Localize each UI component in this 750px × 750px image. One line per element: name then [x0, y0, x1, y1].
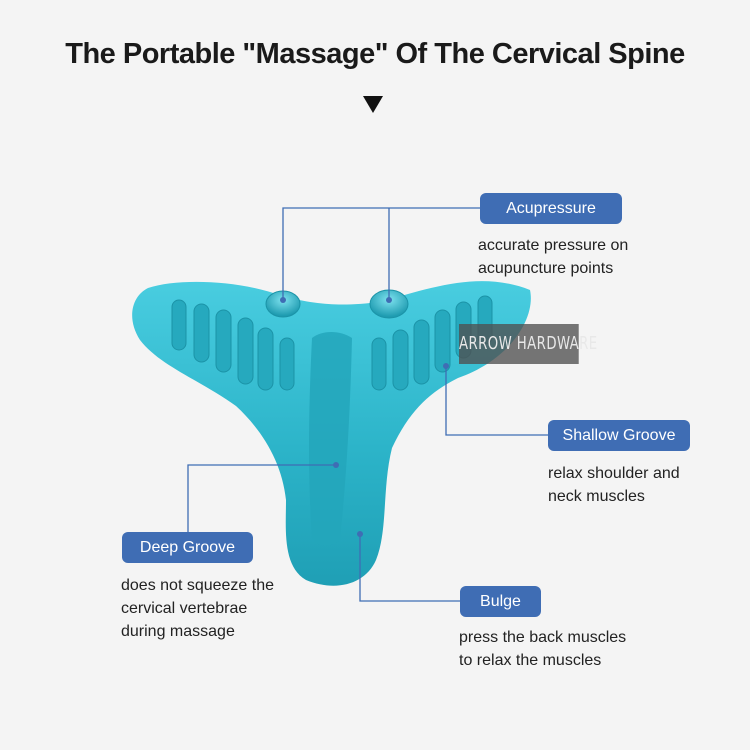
shallow-groove-tag: Shallow Groove	[548, 420, 690, 451]
bulge-desc-line: to relax the muscles	[459, 652, 602, 669]
down-arrow-icon	[363, 96, 383, 113]
shallow-groove-description: relax shoulder and neck muscles	[548, 462, 680, 508]
bulge-tag: Bulge	[460, 586, 541, 617]
watermark: ARROW HARDWARE	[459, 324, 597, 364]
shallow-groove-desc-line: relax shoulder and	[548, 465, 680, 482]
bulge-desc-line: press the back muscles	[459, 629, 627, 646]
deep-groove-desc-line: during massage	[121, 623, 235, 640]
shallow-groove-desc-line: neck muscles	[548, 488, 645, 505]
acupressure-desc-line: accurate pressure on	[478, 237, 629, 254]
shallow-groove-leader	[445, 366, 548, 436]
bulge-description: press the back muscles to relax the musc…	[459, 626, 626, 672]
acupressure-tag: Acupressure	[480, 193, 622, 224]
anchor-dots	[280, 297, 449, 537]
deep-groove-description: does not squeeze the cervical vertebrae …	[121, 574, 274, 643]
deep-groove-desc-line: cervical vertebrae	[121, 600, 248, 617]
acupressure-desc-line: acupuncture points	[478, 260, 614, 277]
deep-groove-desc-line: does not squeeze the	[121, 577, 275, 594]
left-shallow-grooves	[171, 299, 295, 391]
deep-groove-tag: Deep Groove	[122, 532, 253, 563]
bulge-leader	[359, 534, 460, 602]
deep-groove-leader	[187, 464, 336, 532]
acupressure-description: accurate pressure on acupuncture points	[478, 234, 628, 280]
deep-groove-shape	[309, 332, 352, 546]
leader-lines	[187, 207, 548, 602]
acupressure-leader	[282, 207, 480, 300]
page-title: The Portable "Massage" Of The Cervical S…	[65, 38, 685, 70]
